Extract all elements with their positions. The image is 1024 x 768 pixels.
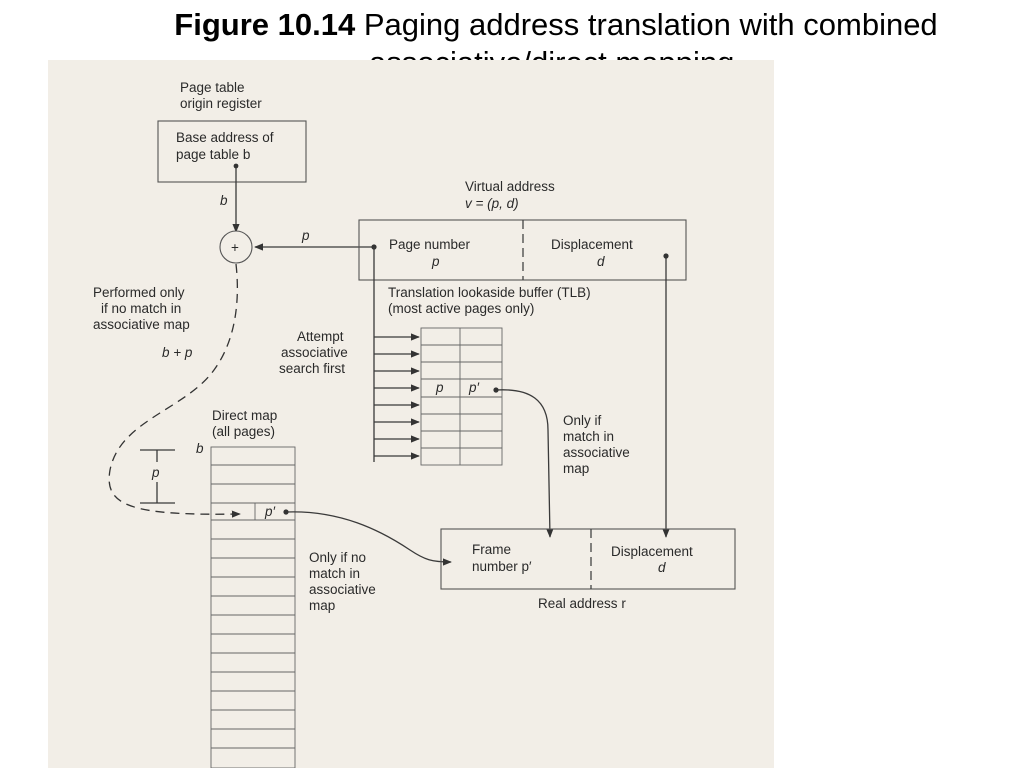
only-if-match-label-1: Only if [563,413,602,428]
displacement-label: Displacement [551,237,633,252]
tlb-hit-path [495,389,554,538]
base-address-label-2: page table b [176,147,250,162]
displacement-var: d [597,254,605,269]
direct-map-p-prime: p′ [264,504,276,519]
b-arrow-dot [233,163,239,169]
direct-map-label-2: (all pages) [212,424,275,439]
associative-search-arrows [373,247,420,462]
diagram-panel [48,60,774,768]
only-if-no-match-label-3: associative [309,582,376,597]
frame-number-label-1: Frame [472,542,511,557]
base-address-label-1: Base address of [176,130,274,145]
tlb-hit-dot [493,387,499,393]
figure-number: Figure 10.14 [174,7,356,42]
virtual-address-label-2: v = (p, d) [465,196,519,211]
attempt-label-2: associative [281,345,348,360]
direct-map-label-1: Direct map [212,408,277,423]
page-number-var: p [431,254,440,269]
displacement-dot [663,253,669,259]
direct-map-lookup-path [108,263,241,518]
page-table-origin-label-2: origin register [180,96,262,111]
virtual-address-label-1: Virtual address [465,179,555,194]
direct-map-p: p [151,465,160,480]
only-if-no-match-label-2: match in [309,566,360,581]
tlb-p-prime: p′ [468,380,480,395]
performed-only-label-2: if no match in [101,301,181,316]
attempt-label-3: search first [279,361,345,376]
tlb-p: p [435,380,444,395]
attempt-label-1: Attempt [297,329,344,344]
real-address-box [440,528,736,590]
tlb-label-1: Translation lookaside buffer (TLB) [388,285,591,300]
performed-only-label-3: associative map [93,317,190,332]
real-address-label: Real address r [538,596,626,611]
p-offset-bracket [140,449,175,504]
frame-number-label-2: number p′ [472,559,532,574]
performed-only-label-1: Performed only [93,285,185,300]
direct-map-dot [283,509,289,515]
b-arrow-label: b [220,193,228,208]
only-if-match-label-4: map [563,461,589,476]
adder-plus: + [231,240,239,255]
direct-map-path [285,511,452,566]
only-if-no-match-label-4: map [309,598,335,613]
page-number-label: Page number [389,237,471,252]
only-if-match-label-2: match in [563,429,614,444]
real-displacement-label: Displacement [611,544,693,559]
p-arrow-label: p [301,228,310,243]
only-if-match-label-3: associative [563,445,630,460]
only-if-no-match-label-1: Only if no [309,550,366,565]
direct-map-table [210,446,296,768]
caption-line-1: Paging address translation with combined [363,7,938,42]
real-displacement-var: d [658,560,666,575]
tlb-table [420,327,503,466]
page-table-origin-label-1: Page table [180,80,245,95]
b-plus-p-label: b + p [162,345,193,360]
adder-circle [219,230,253,264]
tlb-label-2: (most active pages only) [388,301,534,316]
page-table-origin-register [157,120,307,183]
direct-map-b: b [196,441,204,456]
